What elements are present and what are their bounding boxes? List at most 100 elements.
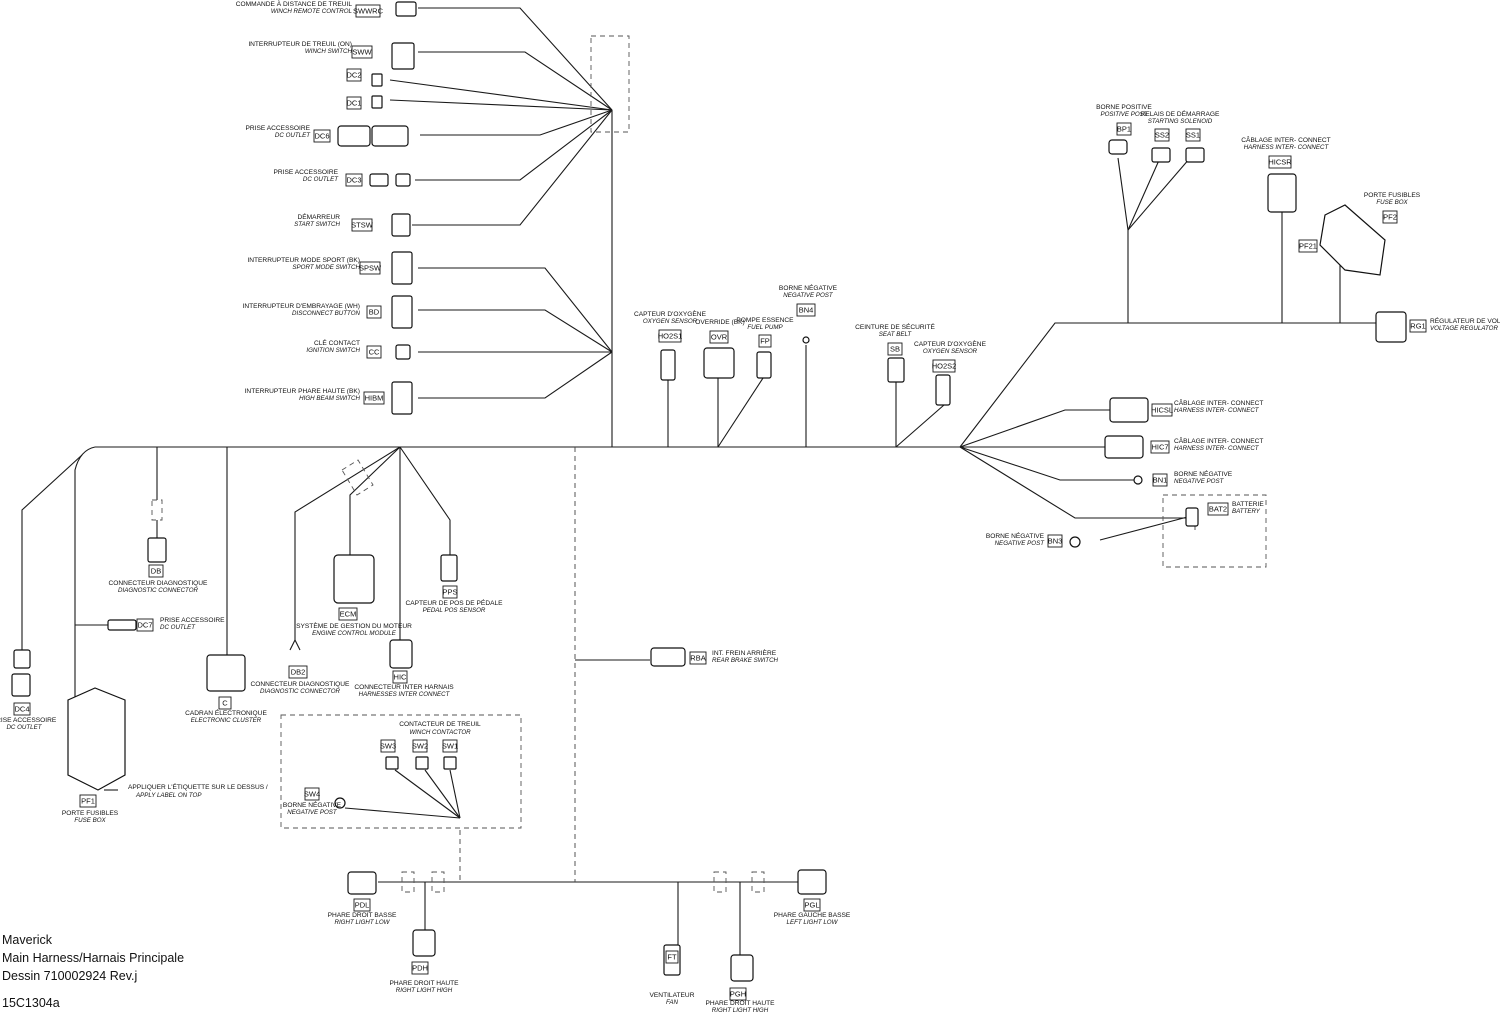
- connector-code-rba: RBA: [689, 651, 707, 665]
- connector-code-text: RBA: [690, 654, 705, 663]
- connector-code-text: RG1: [1410, 322, 1425, 331]
- connector-code-bp1: BP1: [1116, 122, 1132, 136]
- label-en: HARNESS INTER- CONNECT: [1174, 445, 1260, 452]
- connector-code-sb: SB: [887, 342, 903, 356]
- connector-code-text: DC3: [346, 176, 361, 185]
- label-en: LEFT LIGHT LOW: [787, 919, 839, 926]
- connector-code-text: SW1: [442, 742, 458, 751]
- connector-code-ho2s2: HO2S2: [932, 359, 957, 373]
- label-fr: PORTE FUSIBLES: [62, 810, 119, 817]
- connector-code-dc7: DC7: [136, 618, 154, 632]
- connector-code-text: SWW: [352, 48, 372, 57]
- connector-code-text: BN1: [1153, 476, 1168, 485]
- label-en: START SWITCH: [294, 221, 340, 228]
- label-fr: BORNE NÉGATIVE: [779, 283, 838, 292]
- label-fr: INTERRUPTEUR DE TREUIL (ON): [248, 41, 352, 48]
- connector-code-text: SWWRC: [353, 7, 384, 16]
- connector-code-text: DC6: [314, 132, 329, 141]
- label-fr: CÂBLAGE INTER- CONNECT: [1174, 398, 1263, 407]
- label-fr: PHARE DROIT HAUTE: [705, 1000, 775, 1007]
- connector-code-ss2: SS2: [1154, 128, 1170, 142]
- label-en: SPORT MODE SWITCH: [292, 264, 360, 271]
- connector-code-dc2: DC2: [346, 68, 362, 82]
- connector-label-hibm: INTERRUPTEUR PHARE HAUTE (BK)HIGH BEAM S…: [245, 388, 361, 402]
- label-en: DISCONNECT BUTTON: [292, 310, 360, 317]
- connector-code-text: DC4: [14, 705, 29, 714]
- dashed-regions: [151, 35, 1267, 893]
- connector-code-bn4: BN4: [796, 303, 816, 317]
- fusebox-label-note: APPLIQUER L'ÉTIQUETTE SUR LE DESSUS / AP…: [104, 782, 268, 799]
- connector-code-text: DB: [151, 567, 161, 576]
- label-fr: CAPTEUR D'OXYGÈNE: [634, 309, 707, 318]
- connector-code-fp: FP: [758, 334, 772, 348]
- connector-code-pf21: PF21: [1298, 239, 1318, 253]
- label-en: DC OUTLET: [160, 624, 196, 631]
- title-block: Maverick Main Harness/Harnais Principale…: [2, 933, 184, 1010]
- label-fr: PRISE ACCESSOIRE: [246, 125, 311, 132]
- connector-code-dc1: DC1: [346, 96, 362, 110]
- connector-code-text: HICSL: [1151, 406, 1173, 415]
- connector-code-dc3: DC3: [345, 173, 363, 187]
- connector-code-hicsl: HICSL: [1151, 403, 1173, 417]
- connector-code-pgl: PGL: [803, 898, 821, 912]
- connector-code-ss1: SS1: [1185, 128, 1201, 142]
- connector-code-text: PDL: [355, 901, 370, 910]
- label-en: NEGATIVE POST: [287, 809, 338, 816]
- connector-code-text: HO2S2: [932, 362, 957, 371]
- label-en: RIGHT LIGHT HIGH: [396, 987, 453, 994]
- connector-code-text: HO2S1: [658, 332, 683, 341]
- label-en: REAR BRAKE SWITCH: [712, 657, 779, 664]
- connector-code-dc4: DC4: [13, 702, 31, 716]
- label-fr: INTERRUPTEUR D'EMBRAYAGE (WH): [242, 303, 360, 310]
- label-fr: PRISE ACCESSOIRE: [160, 617, 225, 624]
- connector-code-hicsr: HICSR: [1268, 155, 1292, 169]
- connector-code-pdl: PDL: [353, 898, 371, 912]
- label-en: BATTERY: [1232, 508, 1261, 515]
- connector-code-sw3: SW3: [380, 739, 396, 753]
- connector-label-ovr: OVERRIDE (BK): [695, 319, 744, 326]
- connector-code-hic: HIC: [392, 670, 408, 684]
- label-fr: PHARE DROIT BASSE: [328, 912, 397, 919]
- label-fr: CÂBLAGE INTER- CONNECT: [1174, 436, 1263, 445]
- label-en: FAN: [666, 999, 678, 1006]
- label-en: ELECTRONIC CLUSTER: [191, 717, 262, 724]
- connector-code-text: SS1: [1186, 131, 1200, 140]
- connector-code-hic7: HIC7: [1150, 440, 1170, 454]
- harness-name: Main Harness/Harnais Principale: [2, 951, 184, 965]
- harness-wires: [21, 7, 1395, 955]
- connector-code-text: BN3: [1048, 537, 1063, 546]
- label-fr: BORNE NÉGATIVE: [986, 531, 1045, 540]
- connector-code-pdh: PDH: [411, 961, 429, 975]
- label-fr: RÉGULATEUR DE VOLTAGE: [1430, 316, 1500, 325]
- connector-code-text: BAT2: [1209, 505, 1227, 514]
- figure-id: 15C1304a: [2, 996, 60, 1010]
- connector-code-text: BD: [369, 308, 380, 317]
- label-en: DIAGNOSTIC CONNECTOR: [260, 688, 341, 695]
- label-fr: CONNECTEUR INTER HARNAIS: [354, 684, 454, 691]
- apply-label-fr: APPLIQUER L'ÉTIQUETTE SUR LE DESSUS /: [128, 782, 268, 791]
- connector-code-bn1: BN1: [1152, 473, 1168, 487]
- connector-code-swwrc: SWWRC: [353, 4, 384, 18]
- connector-code-text: HIC7: [1151, 443, 1168, 452]
- label-fr: CONNECTEUR DIAGNOSTIQUE: [109, 580, 209, 587]
- label-fr: PRISE ACCESSOIRE: [274, 169, 339, 176]
- connector-code-ft: FT: [665, 950, 679, 964]
- connector-code-text: BP1: [1117, 125, 1131, 134]
- winch-contactor-en: WINCH CONTACTOR: [409, 729, 471, 736]
